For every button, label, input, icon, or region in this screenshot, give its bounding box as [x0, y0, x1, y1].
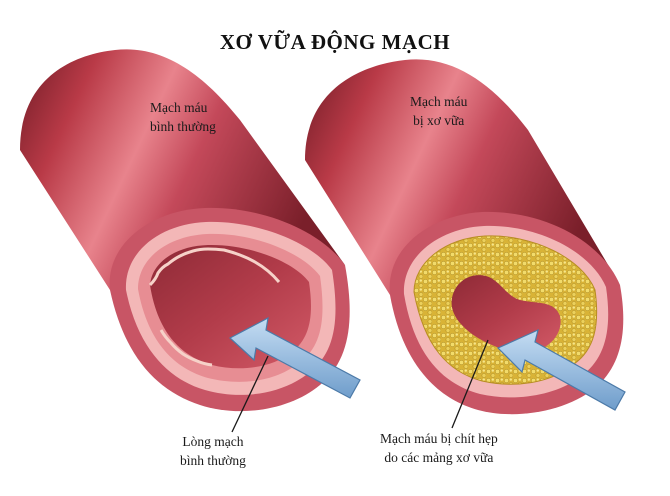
page-title: XƠ VỮA ĐỘNG MẠCH	[219, 30, 451, 54]
blood-flow-arrow-right	[496, 328, 626, 411]
label-normal-lumen: Lòng mạch bình thường	[180, 434, 246, 468]
label-normal-vessel: Mạch máu bình thường	[150, 100, 216, 134]
label-diseased-vessel: Mạch máu bị xơ vữa	[410, 94, 468, 128]
leader-line-normal-lumen	[231, 355, 269, 433]
leader-line-narrowed-lumen	[451, 339, 489, 429]
blood-flow-arrow-left	[228, 316, 361, 399]
diseased-vessel	[305, 59, 624, 415]
label-narrowed-lumen: Mạch máu bị chít hẹp do các mảng xơ vữa	[380, 431, 498, 465]
